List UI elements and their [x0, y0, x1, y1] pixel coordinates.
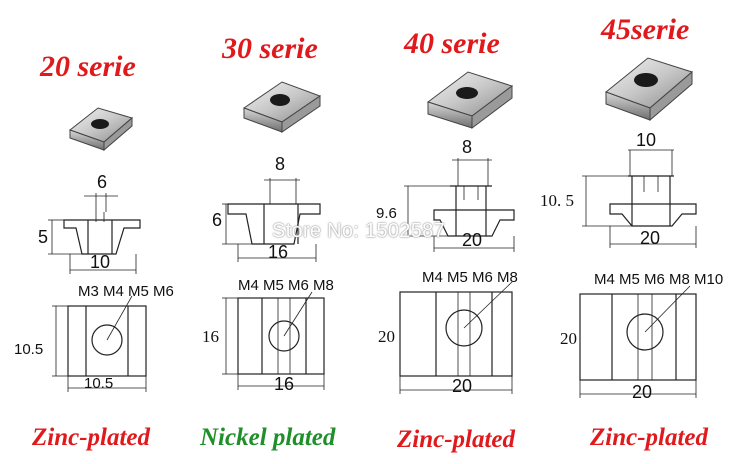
thread-sizes-40: M4 M5 M6 M8	[422, 269, 518, 286]
plating-30: Nickel plated	[200, 424, 336, 451]
plating-20: Zinc-plated	[32, 424, 151, 451]
side-height-30: 6	[212, 210, 222, 230]
nut-render-40	[426, 71, 514, 129]
plan-view-40	[399, 281, 513, 394]
thread-sizes-45: M4 M5 M6 M8 M10	[594, 271, 723, 288]
plan-view-45	[579, 285, 697, 398]
side-width-30: 8	[275, 154, 285, 174]
title-20-serie: 20 serie	[40, 50, 136, 83]
plan-width-30: 16	[274, 374, 294, 394]
side-base-40: 20	[462, 230, 482, 250]
nut-render-45	[604, 57, 694, 122]
plan-width-20: 10.5	[84, 375, 113, 392]
title-40-serie: 40 serie	[404, 27, 500, 60]
title-30-serie: 30 serie	[222, 32, 318, 65]
nut-render-20	[68, 107, 134, 152]
plan-view-20	[52, 295, 147, 392]
store-watermark: Store No: 1502587	[272, 220, 446, 242]
title-45-serie: 45serie	[601, 13, 690, 46]
plan-height-30: 16	[202, 327, 219, 346]
side-height-40: 9.6	[376, 205, 397, 222]
thread-sizes-20: M3 M4 M5 M6	[78, 283, 174, 300]
plan-width-40: 20	[452, 376, 472, 396]
plan-height-40: 20	[378, 327, 395, 346]
side-profile-30	[222, 178, 321, 262]
plating-40: Zinc-plated	[397, 426, 516, 453]
side-profile-40	[404, 158, 515, 252]
side-width-20: 6	[97, 172, 107, 192]
side-width-40: 8	[462, 137, 472, 157]
side-profile-20	[48, 193, 141, 274]
plating-45: Zinc-plated	[590, 424, 709, 451]
side-base-30: 16	[268, 242, 288, 262]
plan-height-45: 20	[560, 329, 577, 348]
side-profile-45	[582, 149, 697, 248]
plan-height-20: 10.5	[14, 341, 43, 358]
plan-view-30	[222, 291, 325, 390]
side-base-45: 20	[640, 228, 660, 248]
side-width-45: 10	[636, 130, 656, 150]
side-height-45: 10. 5	[540, 191, 574, 210]
plan-width-45: 20	[632, 382, 652, 402]
side-height-20: 5	[38, 227, 48, 247]
side-base-20: 10	[90, 252, 110, 272]
thread-sizes-30: M4 M5 M6 M8	[238, 277, 334, 294]
nut-render-30	[242, 81, 322, 133]
